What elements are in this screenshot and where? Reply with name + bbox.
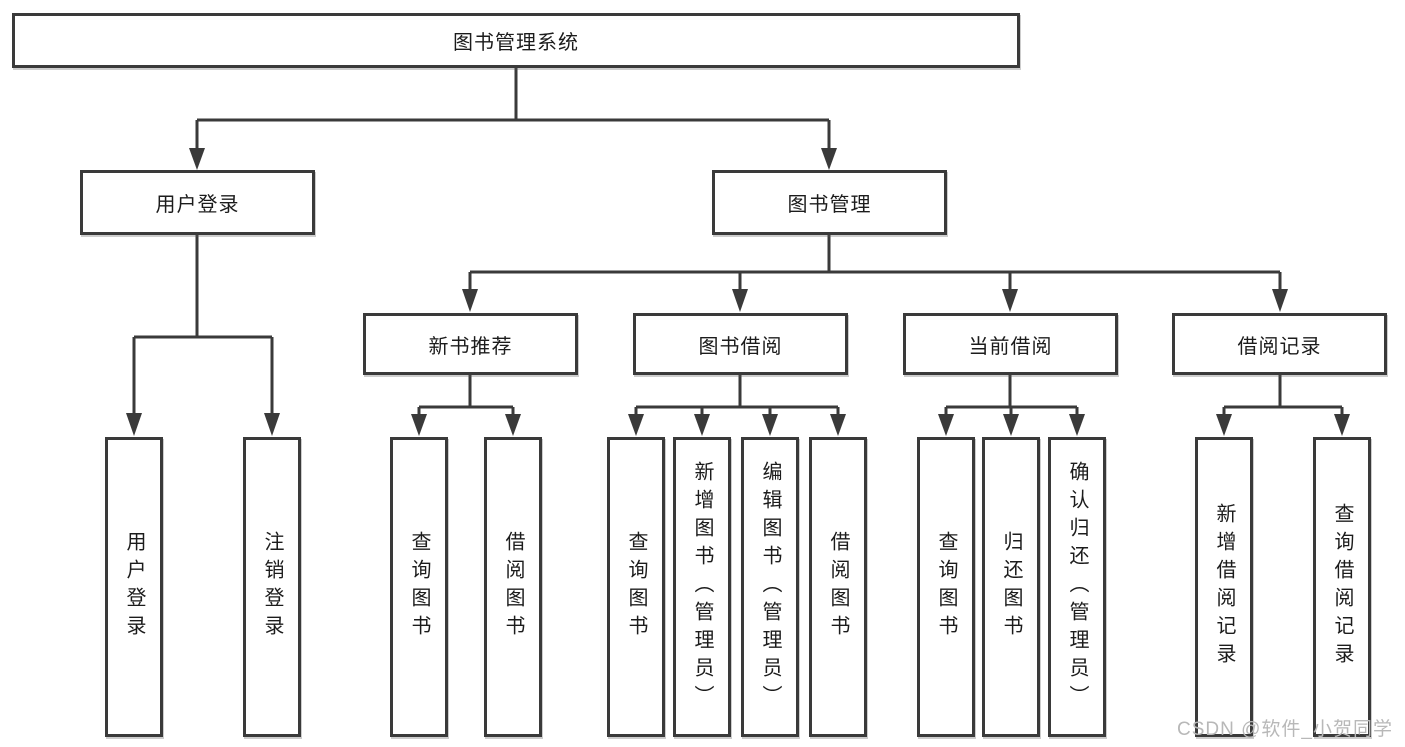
node-label: 图书管理: [787, 194, 872, 216]
leaf-label: 用户登录: [123, 531, 145, 643]
node-borrow-records: 借阅记录: [1172, 313, 1387, 375]
node-label: 图书管理系统: [453, 32, 579, 54]
node-label: 用户登录: [155, 194, 240, 216]
leaf-borrow-books: 借阅图书: [809, 437, 867, 737]
node-new-book-recommend: 新书推荐: [363, 313, 578, 375]
node-current-borrow: 当前借阅: [903, 313, 1118, 375]
leaf-label: 查询图书: [935, 531, 957, 643]
leaf-label: 新增图书（管理员）: [691, 461, 713, 713]
node-label: 图书借阅: [698, 335, 783, 358]
leaf-label: 借阅图书: [827, 531, 849, 643]
node-label: 借阅记录: [1237, 335, 1322, 358]
leaf-return-books: 归还图书: [982, 437, 1040, 737]
csdn-watermark: CSDN @软件_小贺同学: [1177, 719, 1393, 740]
node-book-borrow: 图书借阅: [633, 313, 848, 375]
node-library-management-system: 图书管理系统: [12, 13, 1020, 68]
leaf-add-books-admin: 新增图书（管理员）: [673, 437, 731, 737]
leaf-label: 新增借阅记录: [1213, 503, 1235, 671]
leaf-label: 编辑图书（管理员）: [759, 461, 781, 713]
leaf-logout: 注销登录: [243, 437, 301, 737]
leaf-query-books: 查询图书: [607, 437, 665, 737]
leaf-label: 查询借阅记录: [1331, 503, 1353, 671]
node-book-management: 图书管理: [712, 170, 947, 235]
leaf-query-books: 查询图书: [390, 437, 448, 737]
node-user-login: 用户登录: [80, 170, 315, 235]
leaf-confirm-return-admin: 确认归还（管理员）: [1048, 437, 1106, 737]
leaf-label: 查询图书: [408, 531, 430, 643]
node-label: 新书推荐: [428, 335, 513, 358]
leaf-label: 借阅图书: [502, 531, 524, 643]
leaf-label: 归还图书: [1000, 531, 1022, 643]
node-label: 当前借阅: [968, 335, 1053, 358]
leaf-add-borrow-record: 新增借阅记录: [1195, 437, 1253, 737]
leaf-label: 查询图书: [625, 531, 647, 643]
leaf-query-borrow-record: 查询借阅记录: [1313, 437, 1371, 737]
leaf-borrow-books: 借阅图书: [484, 437, 542, 737]
leaf-user-login: 用户登录: [105, 437, 163, 737]
leaf-label: 确认归还（管理员）: [1066, 461, 1088, 713]
leaf-query-books: 查询图书: [917, 437, 975, 737]
leaf-edit-books-admin: 编辑图书（管理员）: [741, 437, 799, 737]
leaf-label: 注销登录: [261, 531, 283, 643]
